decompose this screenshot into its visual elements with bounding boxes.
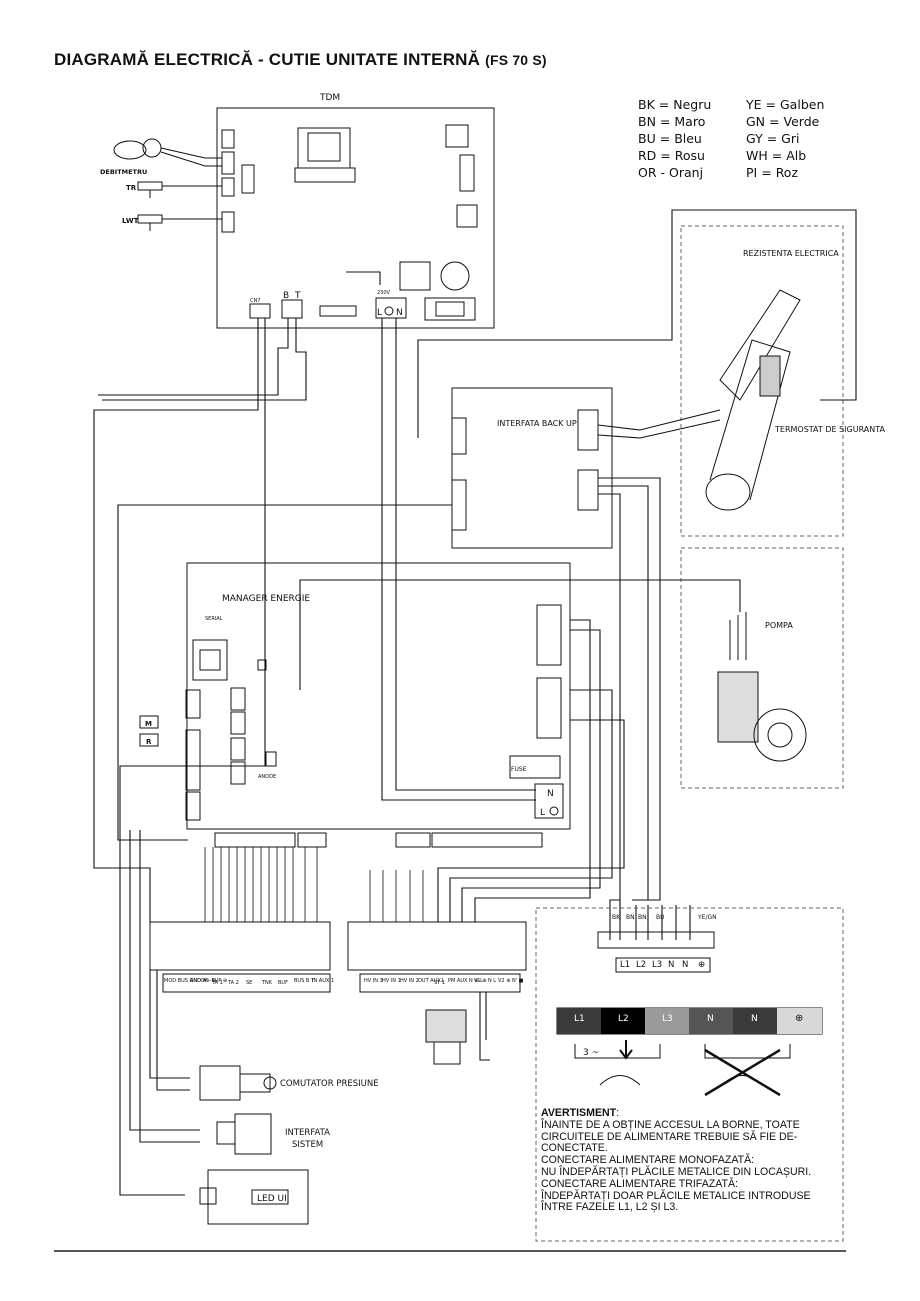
legend-item: RD = Rosu bbox=[638, 148, 705, 163]
terminal-label: TA 2 bbox=[228, 980, 239, 986]
warning-text-3: NU ÎNDEPĂRTAȚI PLĂCILE METALICE DIN LOCA… bbox=[541, 1165, 812, 1178]
warning-text-1: ÎNAINTE DE A OBȚINE ACCESUL LA BORNE, TO… bbox=[541, 1118, 800, 1155]
title-model: (FS 70 S) bbox=[485, 52, 547, 68]
lwt-label: LWT bbox=[122, 217, 139, 225]
terminal-label: HV IN 1 bbox=[382, 978, 401, 984]
wire-color-label: YE/GN bbox=[698, 914, 717, 921]
phase-label: L1 bbox=[574, 1014, 585, 1024]
mgr-n-label: N bbox=[547, 789, 554, 799]
terminal-label: PM AUX N ⊕ L bbox=[448, 978, 483, 984]
terminal-label: TNK bbox=[262, 980, 273, 986]
interfata-sistem: INTERFATA SISTEM bbox=[216, 1113, 330, 1155]
tr-label: TR bbox=[126, 184, 137, 192]
terminal-label: HV IN 3 bbox=[364, 978, 383, 984]
legend-item: BN = Maro bbox=[638, 114, 706, 129]
footer-divider bbox=[54, 1250, 846, 1252]
interfata-sistem-label-1: INTERFATA bbox=[285, 1128, 330, 1138]
page-title: DIAGRAMĂ ELECTRICĂ - CUTIE UNITATE INTER… bbox=[54, 50, 547, 70]
interfata-back-up: INTERFATA BACK UP bbox=[451, 387, 613, 549]
tdm-label: TDM bbox=[319, 93, 340, 103]
sensors: DEBITMETRU TR LWT bbox=[100, 138, 222, 231]
rezistenta-box: REZISTENTA ELECTRICA TERMOSTAT DE SIGURA… bbox=[680, 225, 886, 537]
svg-text:R: R bbox=[146, 738, 152, 746]
legend-item: BK = Negru bbox=[638, 97, 712, 112]
wiring bbox=[93, 209, 857, 1196]
title-main: DIAGRAMĂ ELECTRICĂ - CUTIE UNITATE INTER… bbox=[54, 50, 481, 69]
phase-label: N bbox=[707, 1014, 714, 1024]
serial-label: SERIAL bbox=[205, 616, 223, 622]
terminal-label: BUF bbox=[278, 980, 288, 986]
warning-text-4: CONECTARE ALIMENTARE TRIFAZATĂ: bbox=[541, 1177, 738, 1190]
terminal-strip-right bbox=[347, 921, 527, 993]
legend-item: WH = Alb bbox=[746, 148, 807, 163]
terminal-label: ST 1 bbox=[434, 980, 445, 986]
debitmetru-label: DEBITMETRU bbox=[100, 168, 147, 176]
terminal-strip-left bbox=[149, 921, 331, 993]
rezistenta-label: REZISTENTA ELECTRICA bbox=[743, 249, 839, 258]
power-terminal-label: N bbox=[668, 960, 675, 970]
power-terminal-label: L3 bbox=[652, 960, 663, 970]
legend-item: OR - Oranj bbox=[638, 165, 704, 180]
warning-heading: AVERTISMENT bbox=[541, 1107, 617, 1119]
power-terminal-label: ⊕ bbox=[698, 960, 706, 970]
fuse-label: FUSE bbox=[511, 766, 527, 773]
color-legend: BK = Negru YE = Galben BN = Maro GN = Ve… bbox=[638, 96, 854, 181]
terminal-label: V1 ⊕ N L bbox=[474, 978, 497, 984]
tdm-l-label: L bbox=[377, 308, 382, 318]
legend-item: PI = Roz bbox=[746, 165, 799, 180]
anode-label: ANODE bbox=[258, 774, 276, 780]
terminal-label: BUS B T bbox=[294, 978, 314, 984]
phase-label: L3 bbox=[662, 1014, 673, 1024]
warning-text-2: CONECTARE ALIMENTARE MONOFAZATĂ: bbox=[541, 1154, 755, 1167]
tdm-230v-label: 230V bbox=[377, 290, 391, 296]
comutator-label: COMUTATOR PRESIUNE bbox=[280, 1079, 379, 1089]
phase-label: N bbox=[751, 1014, 758, 1024]
terminal-label: V2 ⊕ N' ■ bbox=[498, 978, 524, 984]
svg-text:M: M bbox=[145, 720, 152, 728]
warning-box: AVERTISMENT: ÎNAINTE DE A OBȚINE ACCESUL… bbox=[541, 1107, 841, 1214]
legend-item: GY = Gri bbox=[746, 131, 800, 146]
manager-label: MANAGER ENERGIE bbox=[222, 594, 310, 604]
legend-item: YE = Galben bbox=[746, 97, 825, 112]
power-terminal-label: L2 bbox=[636, 960, 647, 970]
wire-color-label: BN bbox=[626, 914, 635, 921]
pompa-box: POMPA bbox=[680, 547, 844, 789]
interfata-sistem-label-2: SISTEM bbox=[292, 1140, 323, 1150]
led-ui: LED UI bbox=[199, 1169, 309, 1225]
tdm-b-label: B bbox=[283, 291, 289, 301]
terminal-label: TA 1 bbox=[212, 980, 223, 986]
tdm-cn7-label: CN7 bbox=[250, 298, 260, 304]
wire-color-label: BN bbox=[638, 914, 647, 921]
wire-color-label: BK bbox=[612, 914, 621, 921]
terminal-label: SE bbox=[246, 980, 253, 986]
tdm-board: TDM L N B T CN7 230V bbox=[216, 93, 495, 329]
manager-energie: MANAGER ENERGIE FUSE L N ANODE SERIAL M … bbox=[139, 562, 571, 830]
led-ui-label: LED UI bbox=[257, 1194, 287, 1204]
terminal-label: HV IN 2 bbox=[400, 978, 419, 984]
earth-icon: ⊕ bbox=[795, 1013, 804, 1024]
tdm-t-label: T bbox=[294, 291, 301, 301]
power-area bbox=[535, 907, 844, 1242]
mgr-l-label: L bbox=[540, 808, 545, 818]
warning-text-5: ÎNDEPĂRTAȚI DOAR PLĂCILE METALICE INTROD… bbox=[541, 1189, 811, 1214]
terminal-label: OUT AUX1 bbox=[418, 978, 444, 984]
terminal-label: MOD BUS GND A+ B- bbox=[164, 978, 218, 984]
terminal-label: IN AUX 1 bbox=[312, 978, 335, 984]
comutator-presiune: COMUTATOR PRESIUNE bbox=[199, 1065, 379, 1101]
power-terminal-label: N bbox=[682, 960, 689, 970]
tdm-n-label: N bbox=[396, 308, 403, 318]
three-phase-label: 3 ~ bbox=[583, 1048, 600, 1058]
pompa-label: POMPA bbox=[765, 621, 793, 630]
terminal-label: ANODE -SUP ⊕ bbox=[190, 978, 228, 984]
legend-item: BU = Bleu bbox=[638, 131, 702, 146]
power-terminal-label: L1 bbox=[620, 960, 631, 970]
phase-label: L2 bbox=[618, 1014, 629, 1024]
valve-actuator bbox=[425, 1009, 467, 1065]
back-up-label: INTERFATA BACK UP bbox=[497, 419, 577, 428]
wire-color-label: BU bbox=[656, 914, 665, 921]
legend-item: GN = Verde bbox=[746, 114, 820, 129]
termostat-label: TERMOSTAT DE SIGURANTA bbox=[774, 425, 886, 434]
